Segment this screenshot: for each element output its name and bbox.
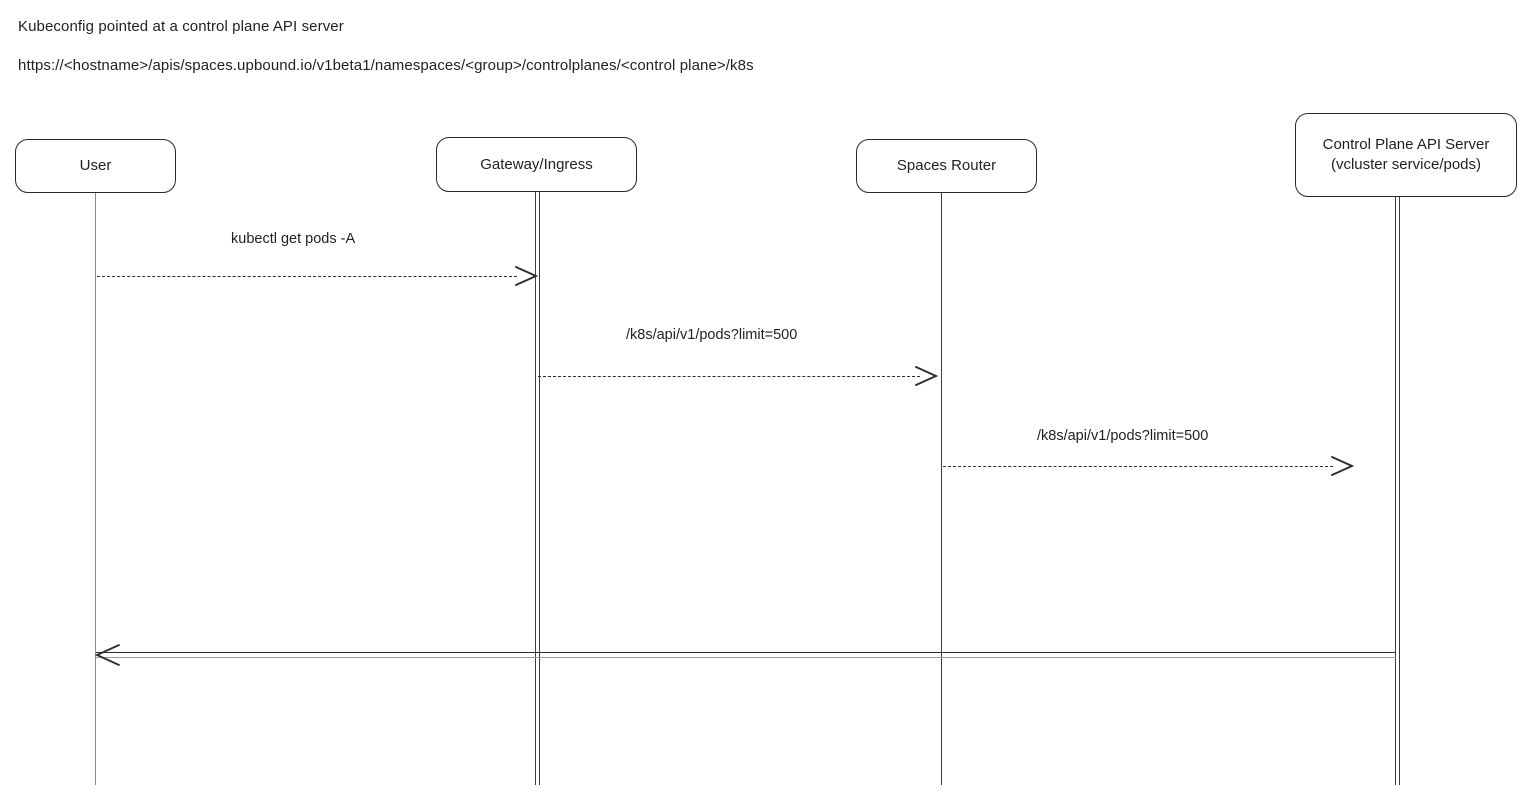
participant-spaces-router[interactable]: Spaces Router — [856, 139, 1037, 193]
message-line-kubectl-get-pods — [97, 276, 517, 277]
participant-user[interactable]: User — [15, 139, 176, 193]
participant-user-label: User — [79, 157, 112, 174]
message-label-gateway-to-router: /k8s/api/v1/pods?limit=500 — [626, 327, 798, 343]
message-label-router-to-control-plane: /k8s/api/v1/pods?limit=500 — [1037, 428, 1209, 444]
message-label-kubectl-get-pods: kubectl get pods -A — [231, 231, 356, 247]
message-line-gateway-to-router — [538, 376, 920, 377]
participant-gateway-ingress[interactable]: Gateway/Ingress — [436, 137, 637, 192]
participant-spaces-router-label: Spaces Router — [896, 157, 997, 174]
message-line-router-to-control-plane — [943, 466, 1333, 467]
participant-control-plane-api-server-label: Control Plane API Server (vcluster servi… — [1322, 136, 1490, 173]
kubeconfig-description: Kubeconfig pointed at a control plane AP… — [18, 18, 344, 35]
arrowhead-right-kubectl-get-pods — [512, 265, 539, 287]
lifeline-control-plane — [1395, 196, 1400, 785]
control-plane-api-url: https://<hostname>/apis/spaces.upbound.i… — [18, 57, 754, 74]
participant-gateway-ingress-label: Gateway/Ingress — [480, 155, 593, 173]
message-line-response-to-user — [96, 652, 1396, 658]
lifeline-user — [95, 192, 96, 785]
lifeline-gateway — [535, 191, 540, 785]
arrowhead-right-gateway-to-router — [912, 365, 939, 387]
arrowhead-right-router-to-control-plane — [1328, 455, 1355, 477]
participant-control-plane-api-server[interactable]: Control Plane API Server (vcluster servi… — [1295, 113, 1517, 197]
lifeline-spaces-router — [941, 192, 942, 785]
arrowhead-left-response-to-user — [94, 643, 120, 666]
